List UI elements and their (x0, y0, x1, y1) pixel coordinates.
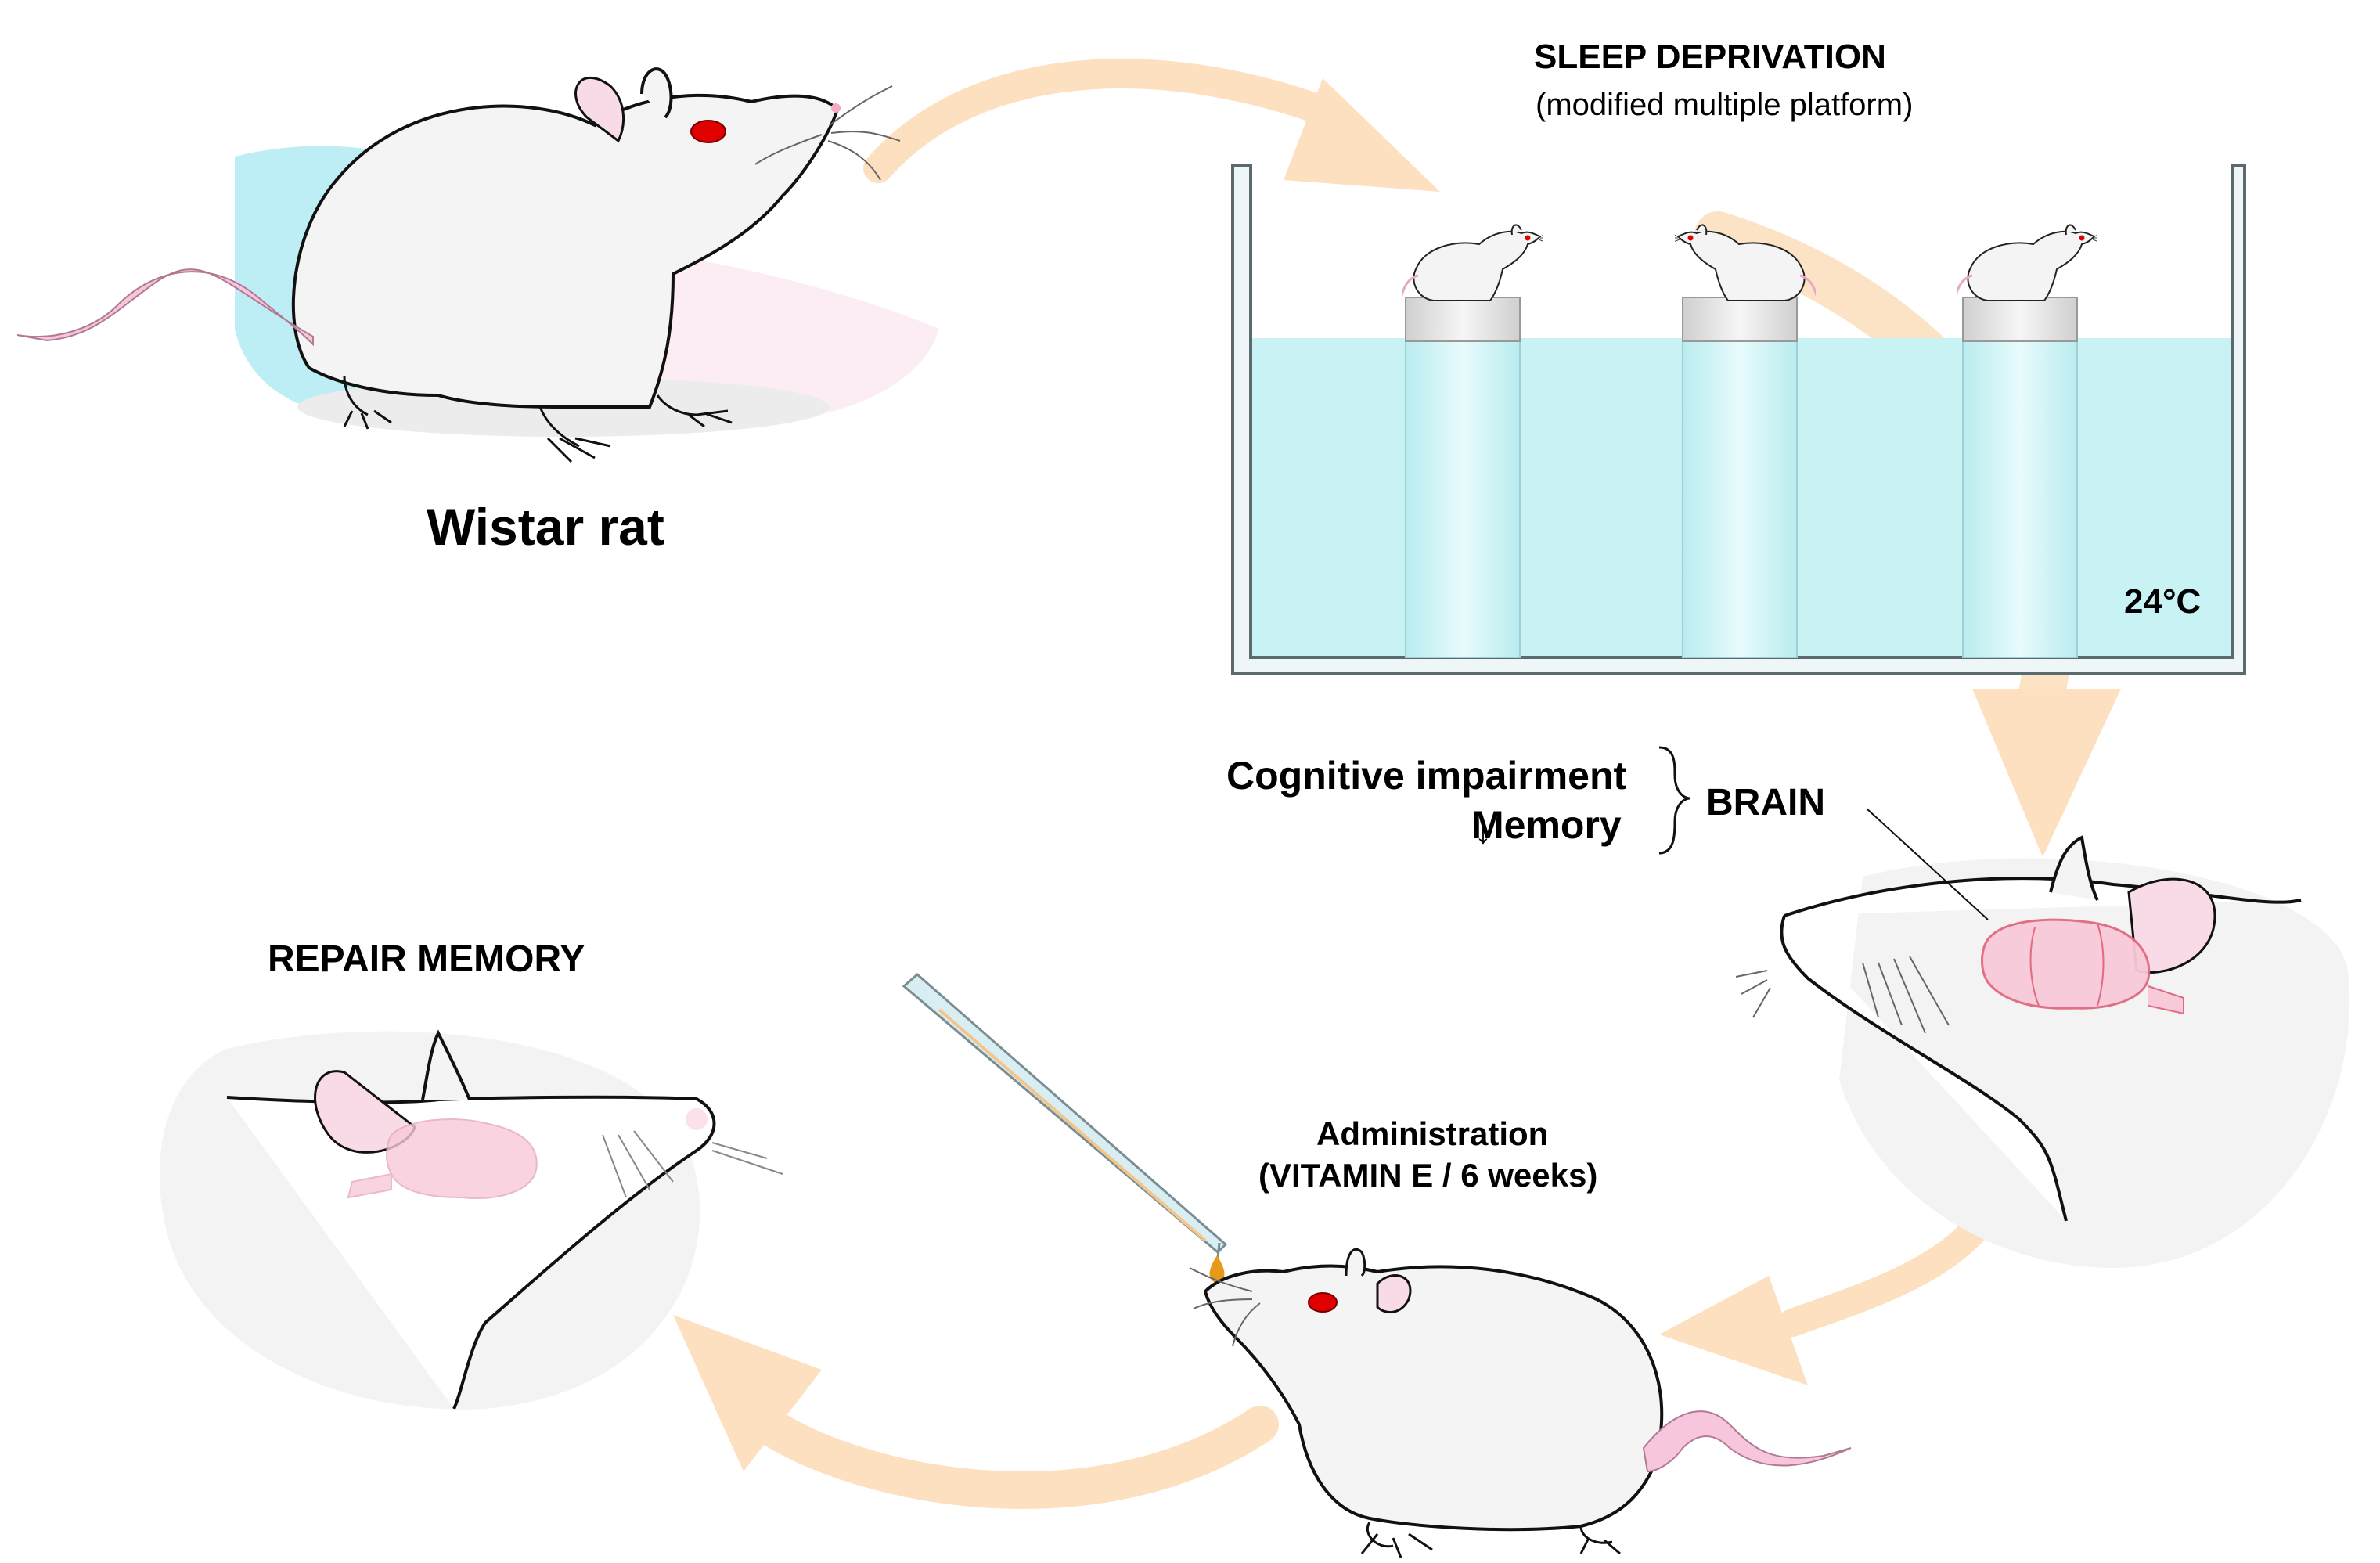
brain-left (347, 1118, 538, 1199)
wistar-rat-illustration (16, 67, 939, 463)
administration-label: Administration (1316, 1115, 1549, 1152)
platform-left (1405, 297, 1521, 658)
pipette-illustration (902, 973, 1228, 1284)
sleep-deprivation-tank (1231, 164, 2246, 675)
brain-right (1981, 918, 2184, 1015)
rat-head-with-brain-right (1735, 808, 2350, 1268)
vitamin-e-dosage-label: (VITAMIN E / 6 weeks) (1258, 1157, 1598, 1194)
brain-pointer-line (1866, 808, 1989, 920)
rat-head-with-brain-left (159, 1029, 783, 1410)
repair-memory-label: REPAIR MEMORY (268, 938, 585, 980)
vitamin-drop (1209, 1255, 1225, 1284)
brain-label: BRAIN (1706, 782, 1825, 823)
memory-label: Memory (1471, 803, 1622, 847)
sleep-deprivation-subtitle: (modified multiple platform) (1536, 88, 1914, 122)
cognitive-brace (1658, 746, 1691, 855)
down-arrow-icon: ↓ (1474, 812, 1492, 851)
administration-rat-illustration (1189, 1248, 1852, 1558)
wistar-rat-label: Wistar rat (427, 498, 664, 556)
sleep-deprivation-title: SLEEP DEPRIVATION (1534, 38, 1886, 76)
cognitive-impairment-label: Cognitive impairment (1226, 754, 1627, 798)
platform-middle (1682, 297, 1798, 658)
platform-right (1962, 297, 2078, 658)
water-temperature-label: 24°C (2124, 582, 2202, 621)
flow-arrow-to-sleep-deprivation (863, 59, 1440, 192)
flow-arrow-to-repair (673, 1315, 1279, 1509)
